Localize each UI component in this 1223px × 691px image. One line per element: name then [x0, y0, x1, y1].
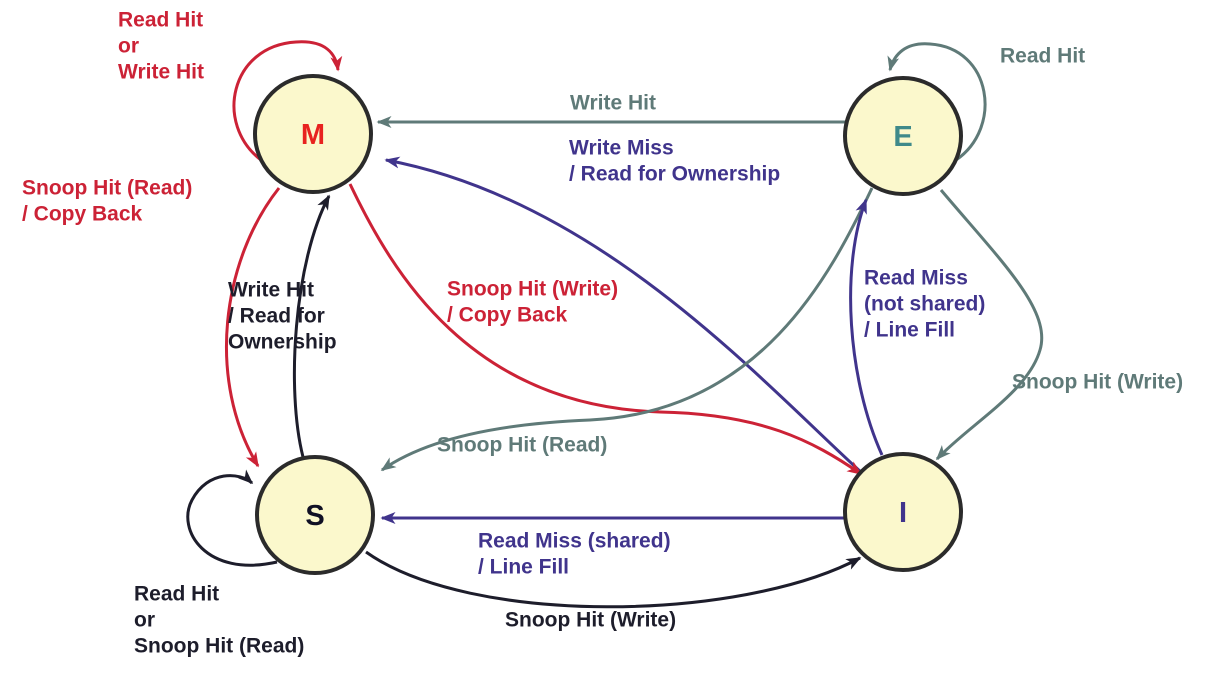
edge-label-e-to-s: Snoop Hit (Read) — [437, 433, 607, 456]
label-line: Snoop Hit (Write) — [1012, 370, 1183, 393]
label-line: Write Miss — [569, 136, 674, 159]
edge-s-to-i — [365, 550, 862, 609]
state-node-i[interactable]: I — [843, 452, 963, 572]
label-line: (not shared) — [864, 292, 985, 315]
label-line: Write Hit — [118, 60, 204, 83]
label-line: / Read for — [228, 304, 325, 327]
state-label-i: I — [899, 497, 907, 529]
state-circle-i[interactable] — [843, 452, 963, 572]
edge-label-e-to-i: Snoop Hit (Write) — [1012, 370, 1183, 393]
label-line: Read Hit — [1000, 44, 1085, 67]
label-line: Write Hit — [570, 91, 656, 114]
state-circle-e[interactable] — [843, 76, 963, 196]
label-line: or — [134, 608, 155, 631]
edge-i-to-e — [849, 198, 884, 456]
label-line: Snoop Hit (Write) — [447, 277, 618, 300]
label-line: Snoop Hit (Write) — [505, 608, 676, 631]
edge-label-s-self-loop: Read Hit or Snoop Hit (Read) — [134, 582, 304, 657]
label-line: / Copy Back — [447, 303, 568, 326]
label-line: / Line Fill — [478, 555, 569, 578]
label-line: Snoop Hit (Read) — [437, 433, 607, 456]
label-line: / Copy Back — [22, 202, 143, 225]
state-label-m: M — [301, 119, 325, 151]
state-circle-m[interactable] — [253, 74, 373, 194]
edge-e-self-loop — [887, 42, 987, 162]
edge-m-to-i — [348, 183, 863, 476]
edge-label-e-to-m: Write Hit — [570, 91, 656, 114]
edge-m-to-s — [225, 187, 281, 468]
edge-e-to-s — [380, 187, 874, 472]
edge-s-to-m — [292, 194, 331, 458]
label-line: / Read for Ownership — [569, 162, 780, 185]
label-line: Read Miss — [864, 266, 968, 289]
state-label-e: E — [893, 121, 912, 153]
state-node-m[interactable]: M — [253, 74, 373, 194]
label-line: Write Hit — [228, 278, 314, 301]
edge-label-e-self-loop: Read Hit — [1000, 44, 1085, 67]
label-line: Snoop Hit (Read) — [22, 176, 192, 199]
state-node-s[interactable]: S — [255, 455, 375, 575]
edge-label-i-to-s: Read Miss (shared) / Line Fill — [478, 529, 671, 578]
edge-label-i-to-m: Write Miss / Read for Ownership — [569, 136, 780, 185]
label-line: Read Miss (shared) — [478, 529, 671, 552]
edge-s-self-loop — [186, 469, 278, 567]
edge-i-to-m — [384, 156, 864, 475]
edge-label-s-to-i: Snoop Hit (Write) — [505, 608, 676, 631]
edge-label-s-to-m: Write Hit / Read for Ownership — [228, 278, 337, 353]
edge-e-to-i — [935, 189, 1044, 461]
edge-label-m-self-loop: Read Hit or Write Hit — [118, 8, 204, 83]
state-node-e[interactable]: E — [843, 76, 963, 196]
label-line: Ownership — [228, 330, 337, 353]
edge-label-m-to-s: Snoop Hit (Read) / Copy Back — [22, 176, 192, 225]
edge-label-m-to-i: Snoop Hit (Write) / Copy Back — [447, 277, 618, 326]
edge-label-i-to-e: Read Miss (not shared) / Line Fill — [864, 266, 985, 341]
label-line: Snoop Hit (Read) — [134, 634, 304, 657]
state-label-s: S — [305, 500, 324, 532]
label-line: or — [118, 34, 139, 57]
label-line: Read Hit — [134, 582, 219, 605]
edge-m-self-loop — [232, 40, 343, 162]
state-circle-s[interactable] — [255, 455, 375, 575]
label-line: Read Hit — [118, 8, 203, 31]
label-line: / Line Fill — [864, 318, 955, 341]
